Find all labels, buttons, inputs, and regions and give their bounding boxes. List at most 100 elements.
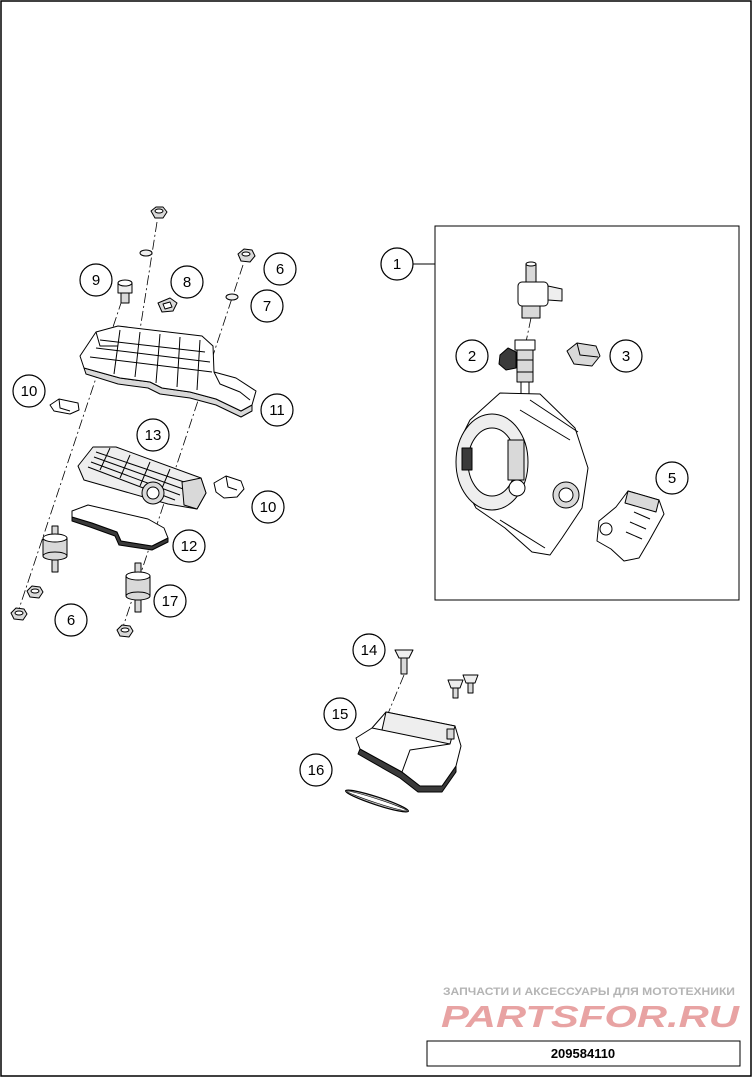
assembly-box (434, 225, 740, 601)
screw-head (394, 649, 414, 659)
bracket-part-10-left (49, 398, 80, 415)
callout-circle (380, 247, 414, 281)
callout-3: 3 (609, 339, 643, 373)
bracket-rib (176, 336, 181, 388)
callout-circle (250, 289, 284, 323)
cover-edge (371, 727, 383, 731)
bracket-rib (95, 347, 211, 363)
drawing-number: 209584110 (551, 1046, 615, 1061)
ecu-connector-inner (146, 486, 160, 500)
throttle-tube-edge (529, 399, 579, 433)
injector-connector (517, 261, 563, 319)
damper-part-17 (125, 562, 151, 613)
nut-hole (154, 208, 164, 214)
washer-body (225, 293, 239, 301)
nut-top-small (150, 206, 168, 219)
callout-label: 10 (21, 383, 38, 400)
nut-part-6-bottom (10, 607, 28, 621)
damper-bottom (125, 591, 151, 601)
callouts: 9 8 6 7 10 11 13 10 12 6 17 1 2 3 5 14 1… (12, 247, 689, 787)
ecu-end-block (181, 477, 207, 510)
callout-label: 17 (162, 593, 179, 610)
injector-cap (514, 339, 536, 351)
sensor-connector (624, 490, 660, 513)
nut-hole (241, 251, 251, 257)
gasket-inner (347, 790, 407, 812)
plate-body (71, 504, 169, 547)
callout-label: 3 (622, 348, 630, 365)
callout-circle (609, 339, 643, 373)
callout-circle (251, 490, 285, 524)
ecu-fin (95, 451, 191, 485)
connector-nipple-top (525, 261, 537, 267)
callout-label: 10 (260, 499, 277, 516)
throttle-plug (461, 447, 473, 471)
callout-8: 8 (170, 265, 204, 299)
callout-15: 15 (323, 697, 357, 731)
callout-13: 13 (136, 418, 170, 452)
connector-tab (547, 285, 563, 302)
callout-label: 7 (263, 298, 271, 315)
throttle-body-assembly (413, 225, 740, 601)
callout-circle (299, 753, 333, 787)
throttle-nipple-inner (558, 487, 574, 503)
callout-10-right: 10 (251, 490, 285, 524)
throttle-tube-edge (519, 409, 571, 441)
throttle-flange-edge (499, 519, 546, 549)
screw-small-b (462, 674, 479, 694)
callout-label: 16 (308, 762, 325, 779)
nut-hole (14, 610, 24, 616)
callout-circle (136, 418, 170, 452)
bracket-rib (155, 333, 161, 384)
screw-shaft (467, 682, 474, 694)
nut-right-bottom (116, 624, 134, 638)
callout-12: 12 (172, 529, 206, 563)
injector-body (516, 349, 534, 383)
callout-14: 14 (352, 633, 386, 667)
drawing-number-box: 209584110 (426, 1040, 741, 1067)
screw-part-14 (394, 649, 414, 675)
watermark-tagline: ЗАПЧАСТИ И АКСЕССУАРЫ ДЛЯ МОТОТЕХНИКИ (443, 986, 735, 998)
callout-label: 8 (183, 274, 191, 291)
bracket-rib (113, 329, 121, 375)
callout-9: 9 (79, 263, 113, 297)
bracket-tab (225, 475, 238, 491)
damper-bottom (42, 551, 68, 561)
callout-circle (352, 633, 386, 667)
injector-part-2 (498, 339, 536, 395)
left-assembly (10, 206, 257, 638)
callout-circle (79, 263, 113, 297)
callout-label: 11 (269, 402, 285, 419)
cover-part-15 (355, 711, 462, 793)
callout-label: 2 (468, 348, 476, 365)
connector-body (517, 281, 549, 307)
callout-7: 7 (250, 289, 284, 323)
bracket-outline (79, 325, 257, 412)
callout-2: 2 (455, 339, 489, 373)
screw-shaft (400, 657, 408, 675)
callout-11: 11 (260, 393, 294, 427)
sensor-pin (633, 511, 651, 520)
damper-left (42, 525, 68, 573)
callout-6-top: 6 (263, 252, 297, 286)
washer-body (139, 249, 153, 257)
throttle-injector-seat (507, 439, 525, 481)
callout-circle (172, 529, 206, 563)
callout-circle (170, 265, 204, 299)
damper-stud-bottom (51, 559, 59, 573)
nut-hole (30, 588, 40, 594)
sensor-mount-hole (599, 522, 613, 536)
bolt-head-top (117, 279, 133, 287)
connector-neck (521, 305, 541, 319)
throttle-shaft (508, 479, 526, 497)
callout-16: 16 (299, 753, 333, 787)
watermark: ЗАПЧАСТИ И АКСЕССУАРЫ ДЛЯ МОТОТЕХНИКИ PA… (441, 986, 741, 1034)
watermark-logo: PARTSFOR.RU (441, 999, 741, 1034)
callout-label: 14 (361, 642, 378, 659)
clip-edge (576, 342, 599, 358)
cover-assembly (344, 649, 479, 813)
sensor-pin (625, 531, 643, 540)
callout-5: 5 (655, 461, 689, 495)
ecu-fin (93, 456, 187, 491)
assembly-axis-line (525, 317, 532, 343)
